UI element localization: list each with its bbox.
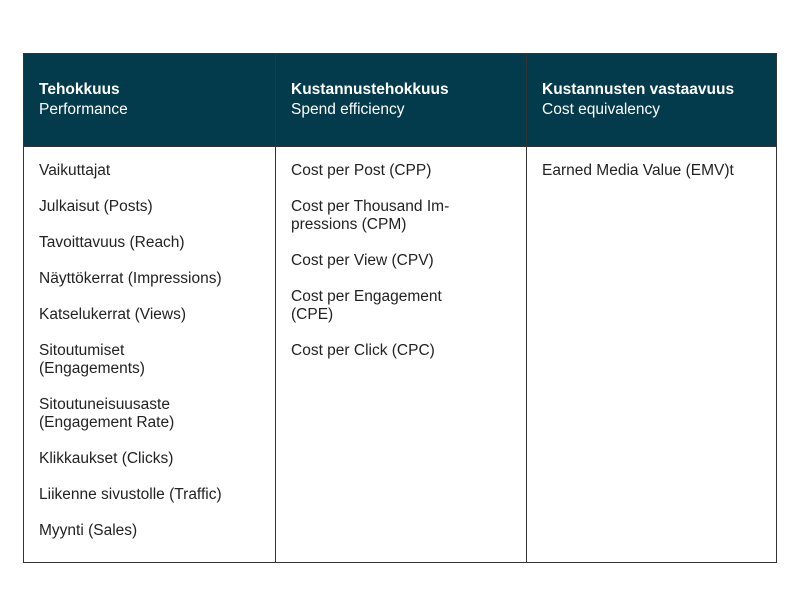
metrics-table: Tehokkuus Performance Vaikuttajat Julkai… bbox=[23, 53, 777, 563]
list-item: Cost per View (CPV) bbox=[291, 252, 434, 269]
column-header: Kustannustehokkuus Spend efficiency bbox=[276, 54, 526, 147]
list-item: Sitoutuneisuusaste (Engagement Rate) bbox=[39, 396, 175, 431]
column-header: Kustannusten vastaavuus Cost equivalency bbox=[527, 54, 776, 147]
list-item: Julkaisut (Posts) bbox=[39, 198, 153, 215]
list-item: Cost per Thousand Im- pressions (CPM) bbox=[291, 198, 450, 233]
column-header: Tehokkuus Performance bbox=[24, 54, 275, 147]
column-title: Kustannusten vastaavuus bbox=[542, 81, 735, 98]
list-item: Vaikuttajat bbox=[39, 162, 111, 179]
column-body: Vaikuttajat Julkaisut (Posts) Tavoittavu… bbox=[24, 147, 275, 540]
column-performance: Tehokkuus Performance Vaikuttajat Julkai… bbox=[24, 54, 275, 562]
list-item: Sitoutumiset (Engagements) bbox=[39, 342, 145, 377]
list-item: Cost per Post (CPP) bbox=[291, 162, 432, 179]
list-item: Klikkaukset (Clicks) bbox=[39, 450, 174, 467]
column-cost-equivalency: Kustannusten vastaavuus Cost equivalency… bbox=[526, 54, 776, 562]
list-item: Liikenne sivustolle (Traffic) bbox=[39, 486, 222, 503]
list-item: Katselukerrat (Views) bbox=[39, 306, 187, 323]
column-title: Tehokkuus bbox=[39, 81, 120, 98]
column-subtitle: Cost equivalency bbox=[542, 101, 661, 118]
column-title: Kustannustehokkuus bbox=[291, 81, 449, 98]
column-spend-efficiency: Kustannustehokkuus Spend efficiency Cost… bbox=[275, 54, 526, 562]
column-subtitle: Performance bbox=[39, 101, 128, 118]
list-item: Cost per Click (CPC) bbox=[291, 342, 435, 359]
column-body: Earned Media Value (EMV)t bbox=[527, 147, 776, 180]
list-item: Tavoittavuus (Reach) bbox=[39, 234, 185, 251]
column-body: Cost per Post (CPP) Cost per Thousand Im… bbox=[276, 147, 526, 360]
list-item: Cost per Engagement (CPE) bbox=[291, 288, 442, 323]
column-subtitle: Spend efficiency bbox=[291, 101, 405, 118]
list-item: Earned Media Value (EMV)t bbox=[542, 162, 734, 179]
list-item: Myynti (Sales) bbox=[39, 522, 138, 539]
list-item: Näyttökerrat (Impressions) bbox=[39, 270, 222, 287]
